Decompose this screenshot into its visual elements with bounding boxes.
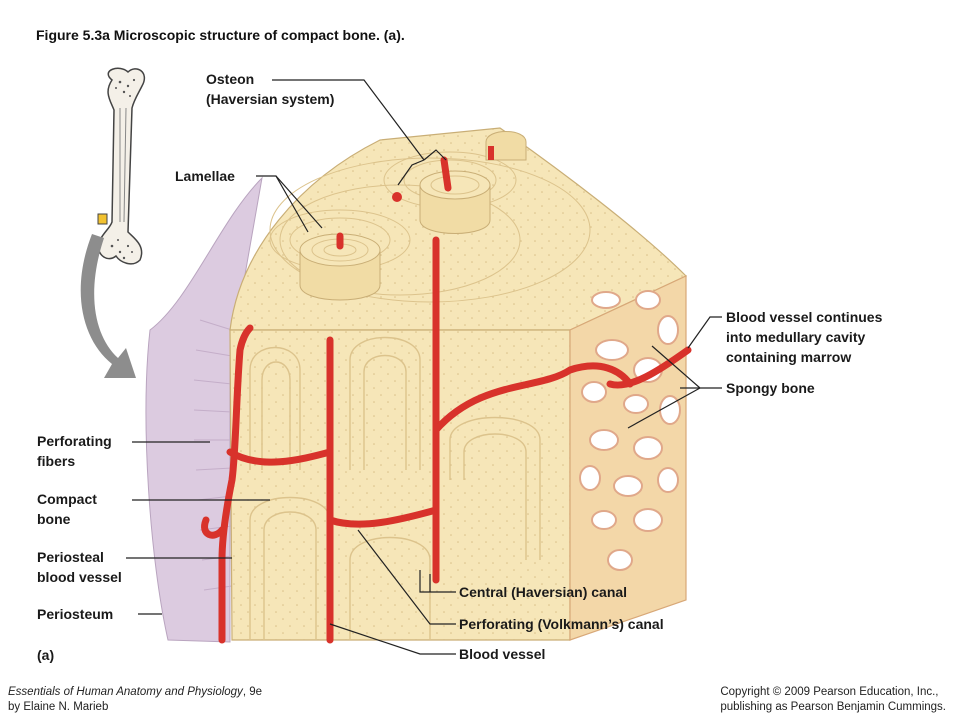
lamellae-label: Lamellae — [175, 168, 235, 184]
footer-book-title: Essentials of Human Anatomy and Physiolo… — [8, 686, 243, 698]
compact-bone-line1: Compact — [37, 491, 97, 507]
copyright-line2: publishing as Pearson Benjamin Cummings. — [720, 701, 946, 713]
footer-book-line: Essentials of Human Anatomy and Physiolo… — [8, 685, 262, 700]
footer-author: by Elaine N. Marieb — [8, 701, 109, 713]
footer-edition: , 9e — [242, 686, 262, 698]
blood-vessel-continues-line1: Blood vessel continues — [726, 309, 883, 325]
spongy-bone-label: Spongy bone — [726, 380, 815, 396]
blood-vessel-continues-label: Blood vessel continues into medullary ca… — [726, 307, 882, 367]
perforating-fibers-line2: fibers — [37, 453, 76, 469]
central-canal-label: Central (Haversian) canal — [459, 584, 628, 600]
compact-bone-label: Compact bone — [37, 489, 97, 529]
osteon-label-line1: Osteon — [206, 71, 255, 87]
long-bone-overview — [97, 67, 146, 265]
osteon-cylinders — [299, 131, 527, 301]
blood-vessels — [201, 156, 692, 644]
small-vessel-dot — [392, 192, 402, 202]
figure-title: Figure 5.3a Microscopic structure of com… — [36, 27, 405, 43]
perforating-fibers-label: Perforating fibers — [37, 431, 112, 471]
zoom-arrow — [80, 234, 136, 378]
compact-bone-line2: bone — [37, 511, 71, 527]
periosteal-vessel-line2: blood vessel — [37, 569, 122, 585]
perforating-fibers-line1: Perforating — [37, 433, 112, 449]
blood-vessel-label: Blood vessel — [459, 646, 546, 662]
periosteal-vessel-label: Periosteal blood vessel — [37, 547, 122, 587]
perforating-canal-label: Perforating (Volkmann’s) canal — [459, 616, 664, 632]
periosteum-label: Periosteum — [37, 606, 114, 622]
copyright-line1: Copyright © 2009 Pearson Education, Inc.… — [720, 686, 939, 698]
osteon-label-line2: (Haversian system) — [206, 91, 335, 107]
footer-copyright: Copyright © 2009 Pearson Education, Inc.… — [720, 685, 946, 715]
periosteal-vessel-line1: Periosteal — [37, 549, 104, 565]
blood-vessel-continues-line3: containing marrow — [726, 349, 852, 365]
leader-lines — [126, 79, 722, 655]
periosteum-sheath — [145, 176, 263, 643]
blood-vessel-continues-line2: into medullary cavity — [726, 329, 866, 345]
sample-site-marker — [97, 213, 108, 225]
part-label: (a) — [37, 647, 55, 663]
osteon-label: Osteon (Haversian system) — [206, 69, 334, 109]
footer-citation: Essentials of Human Anatomy and Physiolo… — [8, 685, 262, 715]
